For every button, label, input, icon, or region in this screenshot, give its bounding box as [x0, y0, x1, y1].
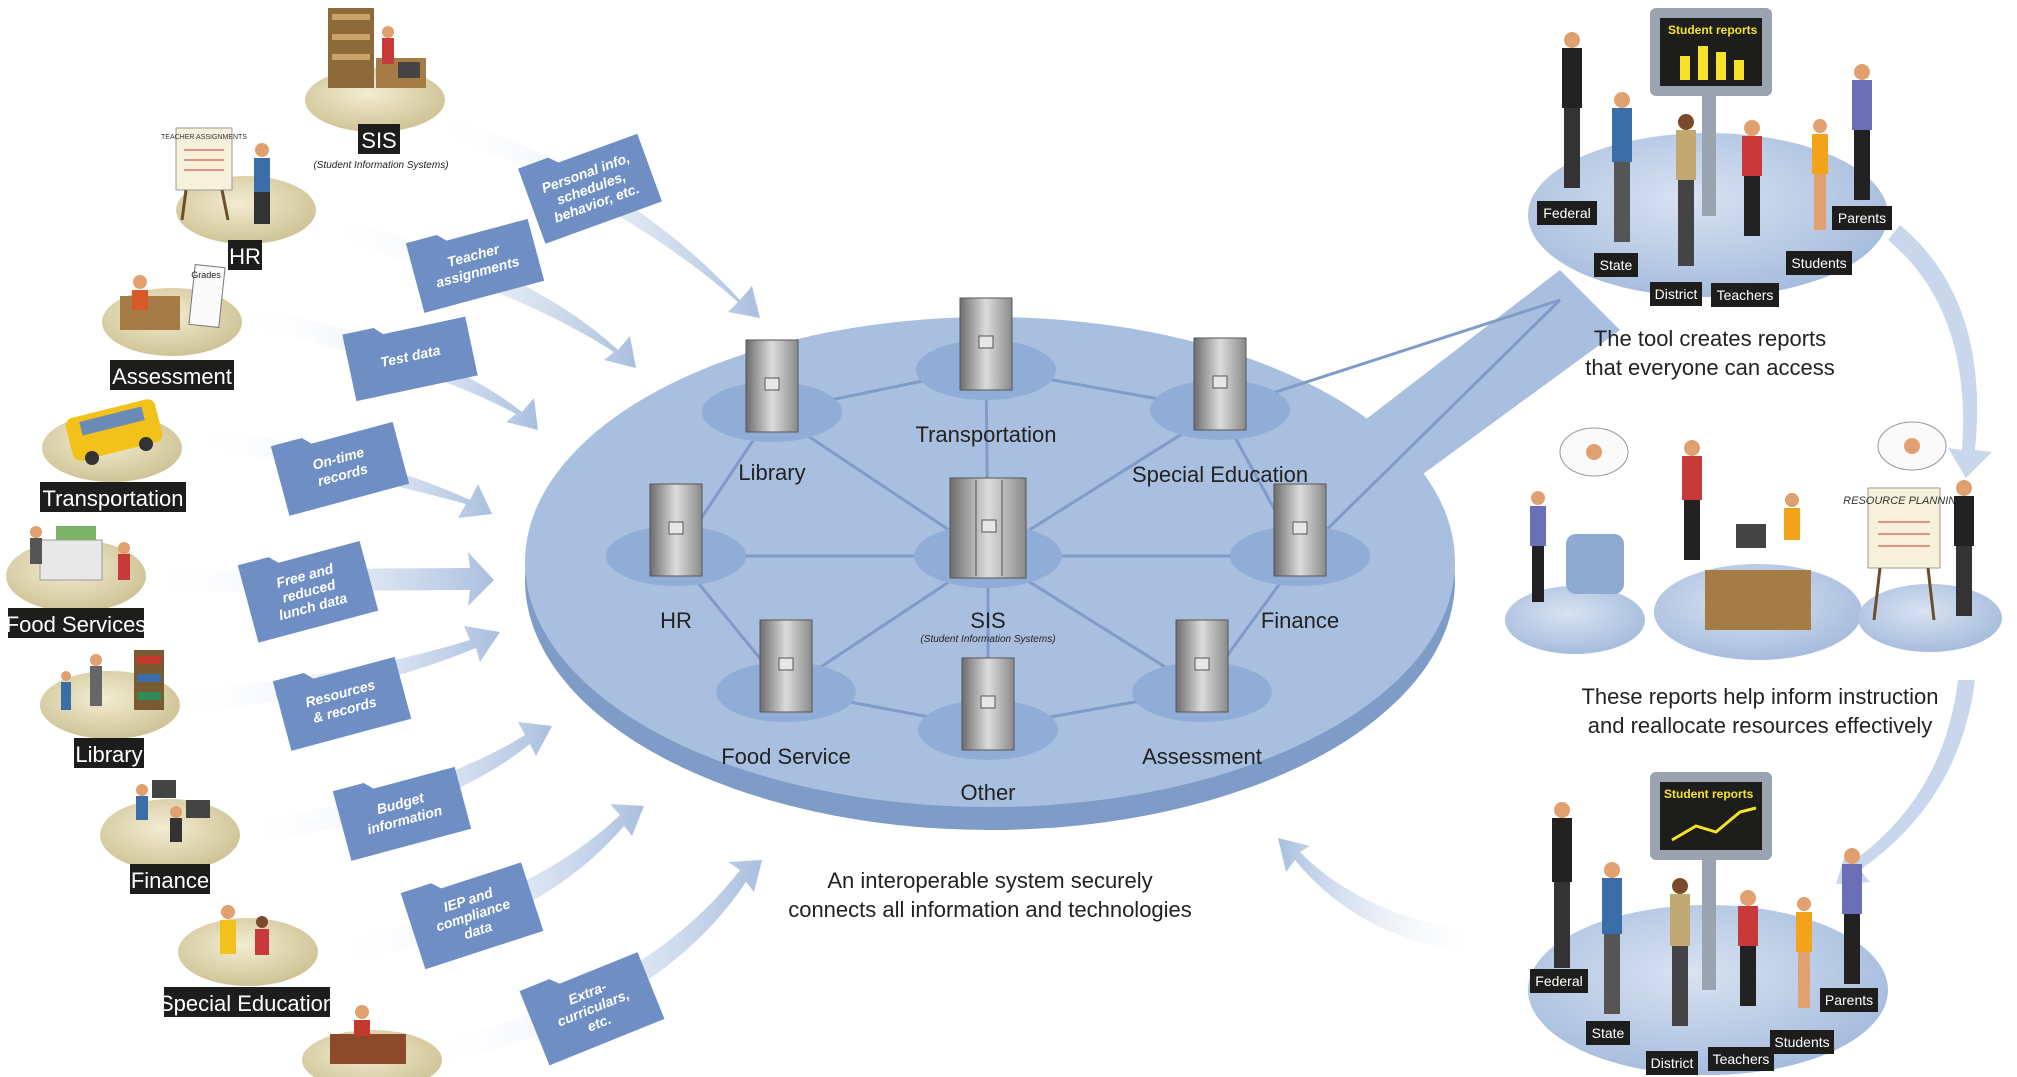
node-hr: HR [606, 483, 746, 633]
hr-sign: TEACHER ASSIGNMENTS [161, 134, 247, 141]
node-assessment: Assessment [1132, 619, 1272, 769]
node-special-education: Special Education [1132, 337, 1308, 487]
flow-arrow-feedback [1278, 838, 1482, 955]
folder-on-time: On-time records [270, 421, 410, 516]
reports-platform-top: Student reports Federal State District T… [1528, 8, 1892, 380]
assessment-sign: Grades [191, 270, 221, 280]
stakeholder-federal-bottom: Federal [1535, 973, 1582, 989]
stakeholder-federal-top: Federal [1543, 205, 1590, 221]
source-label-special-education: Special Education [159, 991, 335, 1016]
flow-arrow-finance [240, 722, 552, 842]
source-sublabel-sis: (Student Information Systems) [313, 160, 448, 171]
flow-arrow-sis [425, 110, 760, 318]
stakeholder-figures-bottom [1552, 802, 1862, 1026]
network-nodes: Library Transportation Special Education [606, 297, 1370, 805]
node-other: Other [918, 657, 1058, 805]
stakeholder-students-top: Students [1791, 255, 1846, 271]
folder-resources-records: Resources & records [272, 656, 412, 751]
stakeholder-teachers-bottom: Teachers [1713, 1051, 1770, 1067]
stakeholder-state-top: State [1600, 257, 1633, 273]
flow-arrow-assessment [238, 305, 538, 430]
reports-caption-mid-2: and reallocate resources effectively [1588, 713, 1932, 738]
source-label-sis: SIS [361, 128, 396, 153]
folder-personal-info: Personal info, schedules, behavior, etc. [518, 133, 662, 244]
source-label-assessment: Assessment [112, 364, 232, 389]
stakeholder-district-top: District [1655, 286, 1698, 302]
stakeholder-students-bottom: Students [1774, 1034, 1829, 1050]
node-label-library: Library [738, 460, 805, 485]
folder-test-data: Test data [342, 316, 478, 402]
source-special-education: Special Education [159, 905, 335, 1017]
flow-arrow-special-ed [330, 804, 644, 962]
stakeholder-state-bottom: State [1592, 1025, 1625, 1041]
flow-arrow-right-down [1888, 225, 1992, 478]
source-label-transportation: Transportation [42, 486, 183, 511]
source-assessment: Grades Assessment [102, 264, 242, 390]
stakeholder-district-bottom: District [1651, 1055, 1694, 1071]
source-label-hr: HR [229, 244, 261, 269]
reports-caption-mid-1: These reports help inform instruction [1581, 684, 1938, 709]
network-platform: Library Transportation Special Education [525, 270, 1620, 922]
source-label-library: Library [75, 742, 142, 767]
source-sis: SIS (Student Information Systems) [305, 8, 449, 171]
source-extracurriculars [302, 1005, 442, 1077]
folder-iep: IEP and compliance data [400, 862, 544, 970]
source-departments: SIS (Student Information Systems) TEACHE… [6, 8, 449, 1077]
network-caption-line-2: connects all information and technologie… [788, 897, 1192, 922]
folder-budget: Budget information [332, 766, 472, 861]
node-library: Library [702, 339, 842, 485]
screen-title-top: Student reports [1668, 23, 1758, 37]
source-finance: Finance [100, 780, 240, 894]
node-label-finance: Finance [1261, 608, 1339, 633]
node-label-special-education: Special Education [1132, 462, 1308, 487]
folder-free-reduced-lunch: Free and reduced lunch data [237, 541, 379, 643]
source-label-food-services: Food Services [6, 612, 147, 637]
node-food-service: Food Service [716, 619, 856, 769]
reports-platform-bottom: Student reports Federal State District T… [1528, 772, 1888, 1075]
reports-caption-top-1: The tool creates reports [1594, 326, 1826, 351]
source-library: Library [40, 650, 180, 768]
node-finance: Finance [1230, 483, 1370, 633]
node-sis-hub: SIS (Student Information Systems) [914, 477, 1062, 645]
planning-scene: RESOURCE PLANNING These reports help inf… [1505, 421, 2002, 738]
network-caption-line-1: An interoperable system securely [827, 868, 1152, 893]
node-label-transportation: Transportation [915, 422, 1056, 447]
stakeholder-figures-top [1562, 32, 1872, 266]
data-flow-folders: Personal info, schedules, behavior, etc.… [237, 133, 665, 1066]
flow-arrow-hr [318, 215, 636, 368]
node-label-assessment: Assessment [1142, 744, 1262, 769]
screen-title-bottom: Student reports [1664, 787, 1754, 801]
stakeholder-parents-top: Parents [1838, 210, 1886, 226]
stakeholder-parents-bottom: Parents [1825, 992, 1873, 1008]
hub-label-sis: SIS [970, 608, 1005, 633]
node-label-food-service: Food Service [721, 744, 851, 769]
node-label-other: Other [960, 780, 1015, 805]
flow-arrow-library [170, 626, 500, 712]
hub-sublabel-sis: (Student Information Systems) [920, 634, 1055, 645]
source-label-finance: Finance [131, 868, 209, 893]
reports-caption-top-2: that everyone can access [1585, 355, 1834, 380]
source-food-services: Food Services [6, 526, 147, 638]
flow-arrow-extra [420, 860, 762, 1066]
node-label-hr: HR [660, 608, 692, 633]
stakeholder-teachers-top: Teachers [1717, 287, 1774, 303]
folder-extracurriculars: Extra- curriculars, etc. [519, 952, 665, 1066]
folder-teacher-assignments: Teacher assignments [405, 218, 545, 313]
source-transportation: Transportation [40, 399, 186, 512]
resource-planning-sign: RESOURCE PLANNING [1843, 495, 1965, 507]
node-transportation: Transportation [915, 297, 1057, 447]
source-hr: TEACHER ASSIGNMENTS HR [161, 127, 316, 270]
